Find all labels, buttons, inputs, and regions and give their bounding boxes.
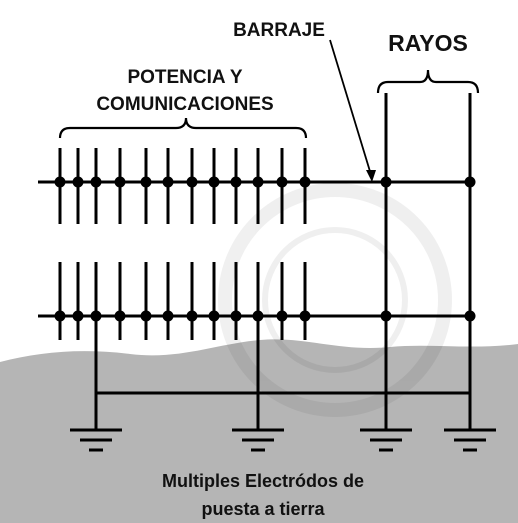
junction-node xyxy=(464,176,476,188)
ground-label-line1: Multiples Electródos de xyxy=(162,471,364,491)
rayos-label: RAYOS xyxy=(388,30,468,56)
barraje-arrowhead xyxy=(366,170,376,182)
junction-node xyxy=(114,310,126,322)
junction-nodes xyxy=(54,176,476,322)
junction-node xyxy=(186,310,198,322)
potencia-label-line1: POTENCIA Y xyxy=(127,67,242,88)
junction-node xyxy=(464,310,476,322)
junction-node xyxy=(54,310,66,322)
junction-node xyxy=(54,176,66,188)
ground-symbol-3 xyxy=(360,428,412,452)
junction-node xyxy=(162,310,174,322)
ground-symbol-4 xyxy=(444,428,496,452)
ground-symbol-2 xyxy=(232,428,284,452)
watermark-seal xyxy=(218,183,452,417)
rayos-brace xyxy=(376,69,480,94)
junction-node xyxy=(299,310,311,322)
junction-node xyxy=(230,176,242,188)
junction-node xyxy=(380,176,392,188)
junction-node xyxy=(72,310,84,322)
potencia-label-line2: COMUNICACIONES xyxy=(96,94,273,115)
barraje-pointer xyxy=(329,39,373,179)
junction-node xyxy=(252,310,264,322)
junction-node xyxy=(186,176,198,188)
junction-node xyxy=(252,176,264,188)
junction-node xyxy=(140,310,152,322)
potencia-brace xyxy=(58,117,308,139)
barraje-label: BARRAJE xyxy=(233,20,325,41)
junction-node xyxy=(72,176,84,188)
junction-node xyxy=(140,176,152,188)
junction-node xyxy=(380,310,392,322)
junction-node xyxy=(208,310,220,322)
junction-node xyxy=(114,176,126,188)
junction-node xyxy=(299,176,311,188)
junction-node xyxy=(276,310,288,322)
ground-label-line2: puesta a tierra xyxy=(201,499,325,519)
ground-symbol-1 xyxy=(70,428,122,452)
junction-node xyxy=(90,310,102,322)
junction-node xyxy=(90,176,102,188)
junction-node xyxy=(230,310,242,322)
junction-node xyxy=(208,176,220,188)
junction-node xyxy=(276,176,288,188)
junction-node xyxy=(162,176,174,188)
